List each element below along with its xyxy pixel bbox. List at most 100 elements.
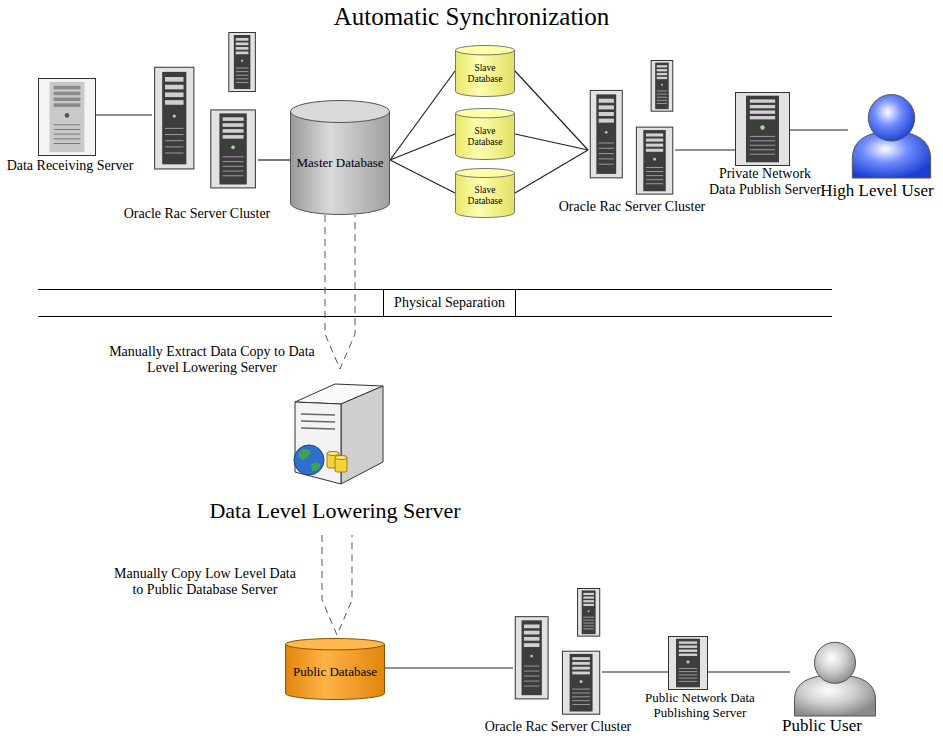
server-body bbox=[636, 127, 672, 194]
server-front bbox=[643, 130, 665, 191]
power-led bbox=[231, 146, 235, 150]
node-graphic bbox=[588, 60, 675, 196]
text-holder: Slave Database bbox=[455, 108, 515, 160]
database-cylinder: Master Database bbox=[290, 100, 390, 215]
text-holder: Master Database bbox=[290, 100, 390, 215]
vent-line bbox=[679, 678, 697, 679]
node-label: Master Database bbox=[297, 156, 384, 171]
drive-bay bbox=[572, 657, 590, 660]
server-body bbox=[155, 67, 194, 169]
server-body bbox=[590, 90, 622, 177]
dashed-transfer-arrow bbox=[325, 215, 355, 369]
cylinder-top bbox=[456, 169, 515, 178]
text-holder: Slave Database bbox=[455, 45, 515, 97]
node-graphic-group bbox=[852, 95, 930, 178]
database-cylinder: Slave Database bbox=[455, 45, 515, 97]
vent-line bbox=[54, 138, 81, 139]
drive-bay bbox=[599, 105, 614, 109]
drive-bay bbox=[223, 129, 244, 133]
node-graphic-group bbox=[39, 79, 96, 156]
drive-bay bbox=[679, 650, 697, 652]
diagram-title: Automatic Synchronization bbox=[0, 3, 943, 32]
vent-line bbox=[524, 671, 540, 672]
vent-line bbox=[750, 140, 775, 141]
connector-line bbox=[96, 114, 152, 115]
connector-line bbox=[390, 160, 455, 193]
vent-line bbox=[599, 153, 614, 154]
label-holder: Oracle Rac Server Cluster bbox=[478, 719, 638, 735]
cylinder-body bbox=[286, 644, 385, 699]
cylinder-top bbox=[286, 639, 385, 650]
cylinder-body bbox=[456, 50, 515, 96]
drive-bay bbox=[657, 73, 667, 75]
node-graphic-group bbox=[291, 101, 390, 215]
drive-bay bbox=[165, 92, 184, 97]
vent-line bbox=[165, 134, 184, 135]
drive-bay bbox=[165, 85, 184, 90]
drive-bay bbox=[54, 103, 81, 107]
drive-bay bbox=[599, 99, 614, 103]
edge-label: Manually Extract Data Copy to Data Level… bbox=[106, 344, 318, 376]
power-led bbox=[653, 158, 656, 161]
label-holder: Public Network Data Publishing Server bbox=[638, 691, 762, 721]
power-led bbox=[65, 113, 70, 118]
vent-line bbox=[236, 78, 249, 79]
server-front bbox=[50, 82, 85, 152]
drive-bay bbox=[750, 99, 775, 102]
node-label: Public Network Data Publishing Server bbox=[638, 691, 762, 721]
drive-bay bbox=[524, 643, 540, 647]
connector-line bbox=[258, 159, 290, 160]
vent-line bbox=[54, 124, 81, 125]
connector-line bbox=[602, 671, 668, 672]
vent-line bbox=[583, 617, 594, 618]
label-holder: Oracle Rac Server Cluster bbox=[552, 199, 712, 215]
drive-bay bbox=[657, 69, 667, 71]
server-cluster: Oracle Rac Server Cluster bbox=[513, 588, 602, 716]
node-label: Physical Separation bbox=[394, 295, 505, 311]
connector-line bbox=[708, 671, 790, 672]
vent-line bbox=[572, 696, 590, 697]
database-cylinder: Slave Database bbox=[455, 168, 515, 218]
server-body bbox=[736, 93, 790, 166]
vent-line bbox=[236, 75, 249, 76]
node-label: Oracle Rac Server Cluster bbox=[478, 719, 638, 735]
server-front bbox=[295, 402, 341, 484]
drive-bay bbox=[750, 111, 775, 114]
drive-bay bbox=[657, 77, 667, 79]
edge-label: Manually Copy Low Level Data to Public D… bbox=[112, 566, 298, 598]
server-body bbox=[669, 637, 708, 690]
drive-bay bbox=[750, 116, 775, 119]
drive-bay bbox=[524, 637, 540, 641]
server-front bbox=[219, 113, 246, 184]
cylinder-top bbox=[456, 109, 515, 118]
vent-line bbox=[572, 704, 590, 705]
vent-line bbox=[236, 68, 249, 69]
node-graphic bbox=[152, 32, 258, 190]
server-front bbox=[596, 94, 616, 174]
user-icon: Public User bbox=[790, 640, 880, 716]
edge-label-holder: Manually Extract Data Copy to Data Level… bbox=[106, 344, 318, 376]
drive-bay bbox=[646, 144, 663, 147]
globe-land bbox=[299, 449, 321, 471]
vent-line bbox=[646, 171, 663, 172]
drive-bay bbox=[223, 135, 244, 139]
small-database bbox=[335, 456, 347, 472]
node-graphic-group bbox=[590, 61, 673, 195]
vent-line bbox=[583, 623, 594, 624]
title-wrap: Automatic Synchronization bbox=[0, 3, 943, 32]
server-cluster: Oracle Rac Server Cluster bbox=[588, 60, 675, 196]
connector-line bbox=[515, 150, 588, 193]
globe bbox=[294, 445, 324, 475]
node-label: Slave Database bbox=[460, 126, 510, 148]
vent-line bbox=[524, 666, 540, 667]
drive-bay bbox=[583, 597, 594, 599]
drive-bay bbox=[583, 604, 594, 606]
front-slot bbox=[301, 414, 335, 415]
connector-line bbox=[790, 129, 848, 130]
node-graphic bbox=[38, 78, 96, 156]
separation-box: Physical Separation bbox=[383, 289, 516, 317]
vent-line bbox=[572, 689, 590, 690]
vent-line bbox=[54, 143, 81, 144]
connector-line bbox=[390, 71, 455, 160]
power-led bbox=[530, 655, 533, 658]
